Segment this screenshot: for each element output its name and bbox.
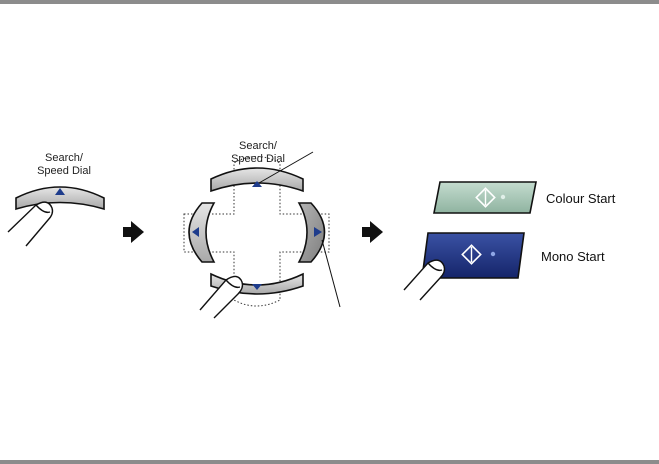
colour-start-button[interactable] <box>434 182 536 213</box>
nav-left-key[interactable] <box>189 203 214 262</box>
arrow-right-icon <box>123 221 144 243</box>
pointer-line-right <box>322 240 340 307</box>
arrow-right-icon <box>362 221 383 243</box>
nav-up-key[interactable] <box>211 168 303 191</box>
step1-finger-icon <box>8 202 53 246</box>
nav-right-key[interactable] <box>299 203 325 262</box>
step1-search-speed-dial-key[interactable] <box>16 187 104 209</box>
